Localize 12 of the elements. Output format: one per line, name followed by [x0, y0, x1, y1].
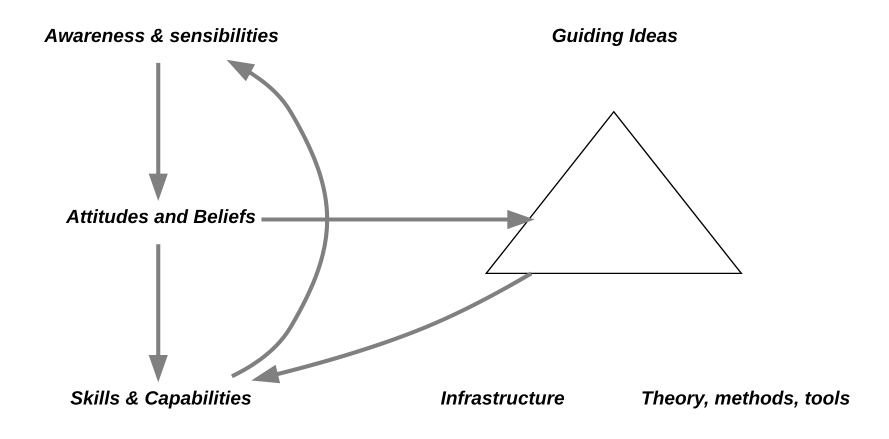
- arrow: [250, 272, 532, 384]
- node-text: Skills & Capabilities: [70, 388, 252, 410]
- label: Guiding Ideas: [551, 26, 678, 47]
- node-text: Awareness & sensibilities: [44, 26, 278, 47]
- node-triangle: [484, 110, 742, 274]
- arrow: [148, 62, 168, 201]
- label: Infrastructure: [440, 388, 564, 410]
- node-text: Attitudes and Beliefs: [66, 207, 256, 228]
- arrow: [148, 244, 168, 382]
- arrow: [260, 210, 534, 230]
- arrow: [226, 60, 329, 378]
- label: Theory, methods, tools: [640, 388, 850, 410]
